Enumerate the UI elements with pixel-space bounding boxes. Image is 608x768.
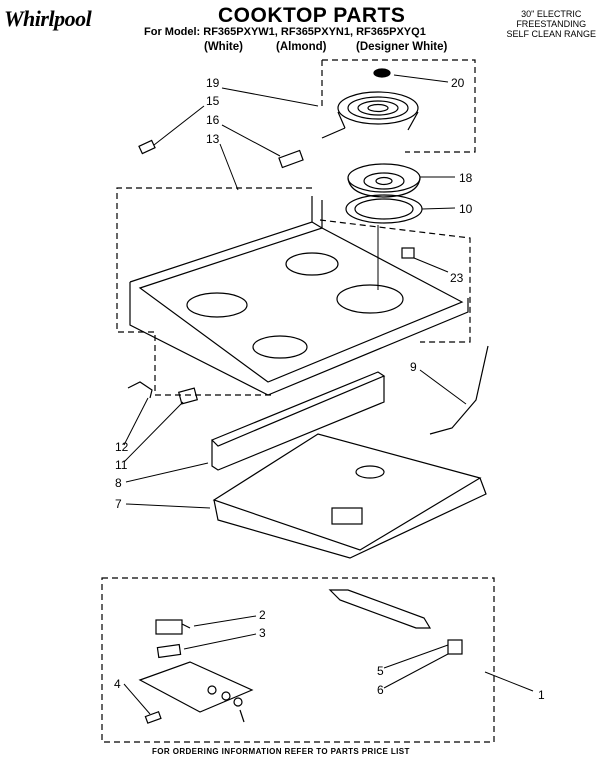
element-spacer <box>328 589 432 629</box>
callout-4: 4 <box>114 677 121 691</box>
surface-element <box>321 91 419 139</box>
callout-2: 2 <box>259 608 266 622</box>
ordering-note: FOR ORDERING INFORMATION REFER TO PARTS … <box>152 747 410 756</box>
terminal-plug <box>138 139 156 155</box>
callout-13: 13 <box>206 132 220 146</box>
cooktop-panel <box>129 196 469 396</box>
callout-1: 1 <box>538 688 545 702</box>
model-numbers: For Model: RF365PXYW1, RF365PXYN1, RF365… <box>144 26 426 38</box>
grommet-part <box>177 387 199 405</box>
trim-ring <box>345 194 423 224</box>
small-clip <box>144 711 162 724</box>
switch-insulator <box>156 643 182 659</box>
switch-part <box>155 619 191 635</box>
callout-15: 15 <box>206 94 220 108</box>
callout-23: 23 <box>450 271 464 285</box>
control-assembly <box>138 661 254 723</box>
element-group-box <box>322 59 476 153</box>
spec-line-2: FREESTANDING <box>516 19 587 29</box>
callout-20: 20 <box>451 76 465 90</box>
whirlpool-logo: Whirlpool <box>4 6 92 31</box>
spec-line-1: 30" ELECTRIC <box>521 9 582 19</box>
range-spec: 30" ELECTRIC FREESTANDING SELF CLEAN RAN… <box>506 9 596 39</box>
callout-3: 3 <box>259 626 266 640</box>
drip-pan <box>347 163 421 198</box>
cooktop-group-box <box>116 187 312 396</box>
callout-16: 16 <box>206 113 220 127</box>
components-group-box <box>101 577 495 743</box>
cooktop-bracket <box>401 247 415 259</box>
callout-6: 6 <box>377 683 384 697</box>
element-support-cap <box>373 68 391 78</box>
callout-19: 19 <box>206 76 220 90</box>
wire-harness-part <box>127 381 153 399</box>
variant-white: (White) <box>204 41 243 53</box>
page-title: COOKTOP PARTS <box>218 4 406 27</box>
prop-rod <box>429 345 489 435</box>
callout-7: 7 <box>115 497 122 511</box>
callout-9: 9 <box>410 360 417 374</box>
variant-almond: (Almond) <box>276 41 327 53</box>
receptacle-part <box>447 639 463 655</box>
callout-11: 11 <box>115 458 128 472</box>
callout-10: 10 <box>459 202 473 216</box>
callout-leaders <box>123 74 534 715</box>
callout-5: 5 <box>377 664 384 678</box>
variant-designer-white: (Designer White) <box>356 41 448 53</box>
spec-line-3: SELF CLEAN RANGE <box>506 29 596 39</box>
burner-box <box>212 433 487 559</box>
callout-8: 8 <box>115 476 122 490</box>
callout-12: 12 <box>115 440 129 454</box>
callout-18: 18 <box>459 171 473 185</box>
terminal-block <box>278 149 304 169</box>
